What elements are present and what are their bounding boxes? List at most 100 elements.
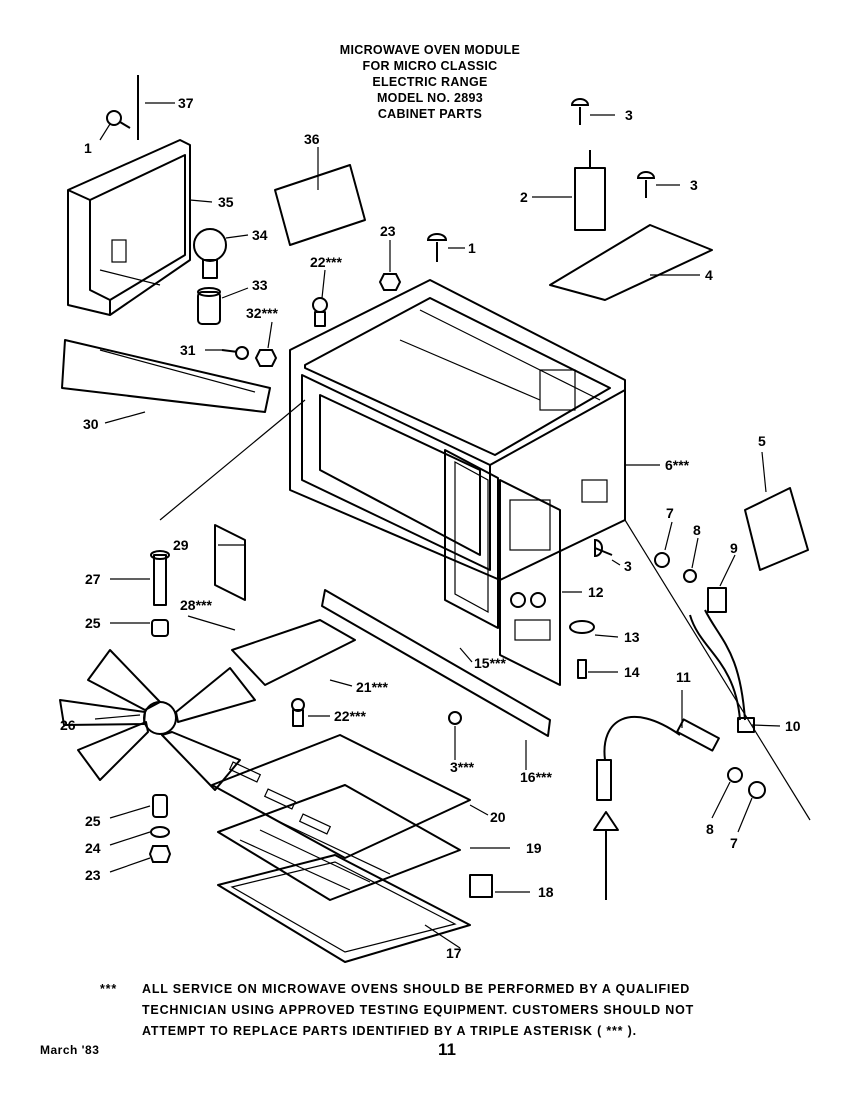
callout-29: 29 bbox=[173, 537, 189, 553]
leader-lines bbox=[94, 102, 811, 949]
bearing-part-25-upper bbox=[151, 619, 169, 637]
wire-rack-part-19 bbox=[217, 784, 461, 901]
relay-part-2 bbox=[574, 150, 606, 231]
bearing-part-25-lower bbox=[152, 794, 168, 818]
clip-part-18 bbox=[469, 874, 493, 898]
stirrer-fan-part-26 bbox=[59, 649, 256, 791]
control-panel-part-12 bbox=[499, 479, 561, 686]
callout-32: 32*** bbox=[246, 305, 278, 321]
nut-part-23-top bbox=[378, 273, 402, 291]
lens-plate-part-29 bbox=[214, 524, 246, 601]
title-line-2: FOR MICRO CLASSIC bbox=[362, 59, 498, 73]
callout-26: 26 bbox=[60, 717, 76, 733]
note-line-1: ALL SERVICE ON MICROWAVE OVENS SHOULD BE… bbox=[142, 982, 691, 996]
washer-part-8-upper bbox=[683, 569, 697, 583]
callout-7-upper: 7 bbox=[666, 505, 674, 521]
screw-part-31 bbox=[221, 346, 249, 360]
callout-25-lower: 25 bbox=[85, 813, 101, 829]
door-frame-part-15 bbox=[444, 449, 499, 629]
mount-bracket-part-4 bbox=[549, 224, 713, 301]
callout-11: 11 bbox=[676, 669, 691, 685]
callout-33: 33 bbox=[252, 277, 268, 293]
callout-17: 17 bbox=[446, 945, 462, 961]
nut-part-23-lower bbox=[148, 845, 172, 863]
callout-22-lower: 22*** bbox=[334, 708, 366, 724]
callout-23-top: 23 bbox=[380, 223, 396, 239]
screw-part-3-middle bbox=[594, 538, 613, 558]
callout-34: 34 bbox=[252, 227, 268, 243]
note-marker: *** bbox=[100, 982, 117, 996]
diagram-title: MICROWAVE OVEN MODULE FOR MICRO CLASSIC … bbox=[300, 42, 560, 122]
title-line-1: MICROWAVE OVEN MODULE bbox=[339, 43, 521, 57]
screw-part-1-top-left bbox=[106, 110, 131, 129]
title-line-4: MODEL NO. 2893 bbox=[376, 91, 484, 105]
nut-part-32 bbox=[254, 349, 278, 367]
washer-part-7-upper bbox=[654, 552, 670, 568]
drip-pan-part-17 bbox=[217, 854, 471, 963]
screw-part-14 bbox=[577, 659, 587, 679]
callout-4: 4 bbox=[705, 267, 713, 283]
callout-14: 14 bbox=[624, 664, 640, 680]
callout-10: 10 bbox=[785, 718, 801, 734]
screw-part-3-upper bbox=[570, 98, 590, 125]
rail-part-16 bbox=[321, 589, 551, 737]
callout-30: 30 bbox=[83, 416, 99, 432]
callout-28: 28*** bbox=[180, 597, 212, 613]
screw-part-1-center bbox=[426, 233, 448, 262]
callout-1-top-left: 1 bbox=[84, 140, 92, 156]
callout-6: 6*** bbox=[665, 457, 690, 473]
callout-13: 13 bbox=[624, 629, 640, 645]
note-line-2: TECHNICIAN USING APPROVED TESTING EQUIPM… bbox=[142, 1003, 695, 1017]
screw-part-3-lower bbox=[448, 711, 462, 725]
window-plate-part-5 bbox=[744, 487, 809, 571]
lamp-housing-part-35 bbox=[67, 139, 191, 316]
callout-36: 36 bbox=[304, 131, 320, 147]
callout-37: 37 bbox=[178, 95, 194, 111]
callout-15: 15*** bbox=[474, 655, 506, 671]
callout-18: 18 bbox=[538, 884, 554, 900]
oven-cabinet-part-6 bbox=[289, 279, 626, 581]
callout-8-lower: 8 bbox=[706, 821, 714, 837]
callout-labels: 37 1 35 36 34 33 23 22*** 1 32*** 31 30 … bbox=[60, 95, 801, 961]
callout-31: 31 bbox=[180, 342, 196, 358]
callout-35: 35 bbox=[218, 194, 234, 210]
front-trim-panel-part-30 bbox=[61, 339, 271, 413]
title-line-3: ELECTRIC RANGE bbox=[372, 75, 488, 89]
lamp-socket-part-33 bbox=[197, 287, 221, 325]
screw-part-22-top bbox=[312, 297, 328, 327]
callout-3-right: 3 bbox=[690, 177, 698, 193]
title-line-5: CABINET PARTS bbox=[377, 107, 483, 121]
glass-tray-part-20 bbox=[211, 734, 471, 859]
footer-date: March '83 bbox=[40, 1043, 100, 1057]
callout-5: 5 bbox=[758, 433, 766, 449]
callout-24: 24 bbox=[85, 840, 101, 856]
callout-3-lower: 3*** bbox=[450, 759, 475, 775]
callout-16: 16*** bbox=[520, 769, 552, 785]
callout-2: 2 bbox=[520, 189, 528, 205]
callout-19: 19 bbox=[526, 840, 542, 856]
washer-part-7-lower bbox=[748, 781, 766, 799]
screw-part-22-lower bbox=[291, 698, 305, 727]
callout-22-top: 22*** bbox=[310, 254, 342, 270]
lamp-bulb-part-34 bbox=[193, 228, 227, 279]
callout-27: 27 bbox=[85, 571, 101, 587]
shaft-part-27 bbox=[150, 550, 170, 606]
temperature-probe-part-11 bbox=[593, 716, 720, 900]
callout-9: 9 bbox=[730, 540, 738, 556]
callout-21: 21*** bbox=[356, 679, 388, 695]
callout-25-upper: 25 bbox=[85, 615, 101, 631]
page-number: 11 bbox=[438, 1040, 456, 1059]
label-card-part-36 bbox=[274, 164, 366, 246]
washer-part-8-lower bbox=[727, 767, 743, 783]
callout-3-middle: 3 bbox=[624, 558, 632, 574]
knob-part-13 bbox=[569, 620, 595, 634]
stirrer-bracket-part-21 bbox=[231, 619, 356, 686]
callout-7-lower: 7 bbox=[730, 835, 738, 851]
callout-1-center: 1 bbox=[468, 240, 476, 256]
service-note: *** ALL SERVICE ON MICROWAVE OVENS SHOULD… bbox=[100, 979, 800, 1042]
callout-20: 20 bbox=[490, 809, 506, 825]
callout-23-lower: 23 bbox=[85, 867, 101, 883]
connector-part-9 bbox=[707, 587, 727, 613]
callout-12: 12 bbox=[588, 584, 604, 600]
